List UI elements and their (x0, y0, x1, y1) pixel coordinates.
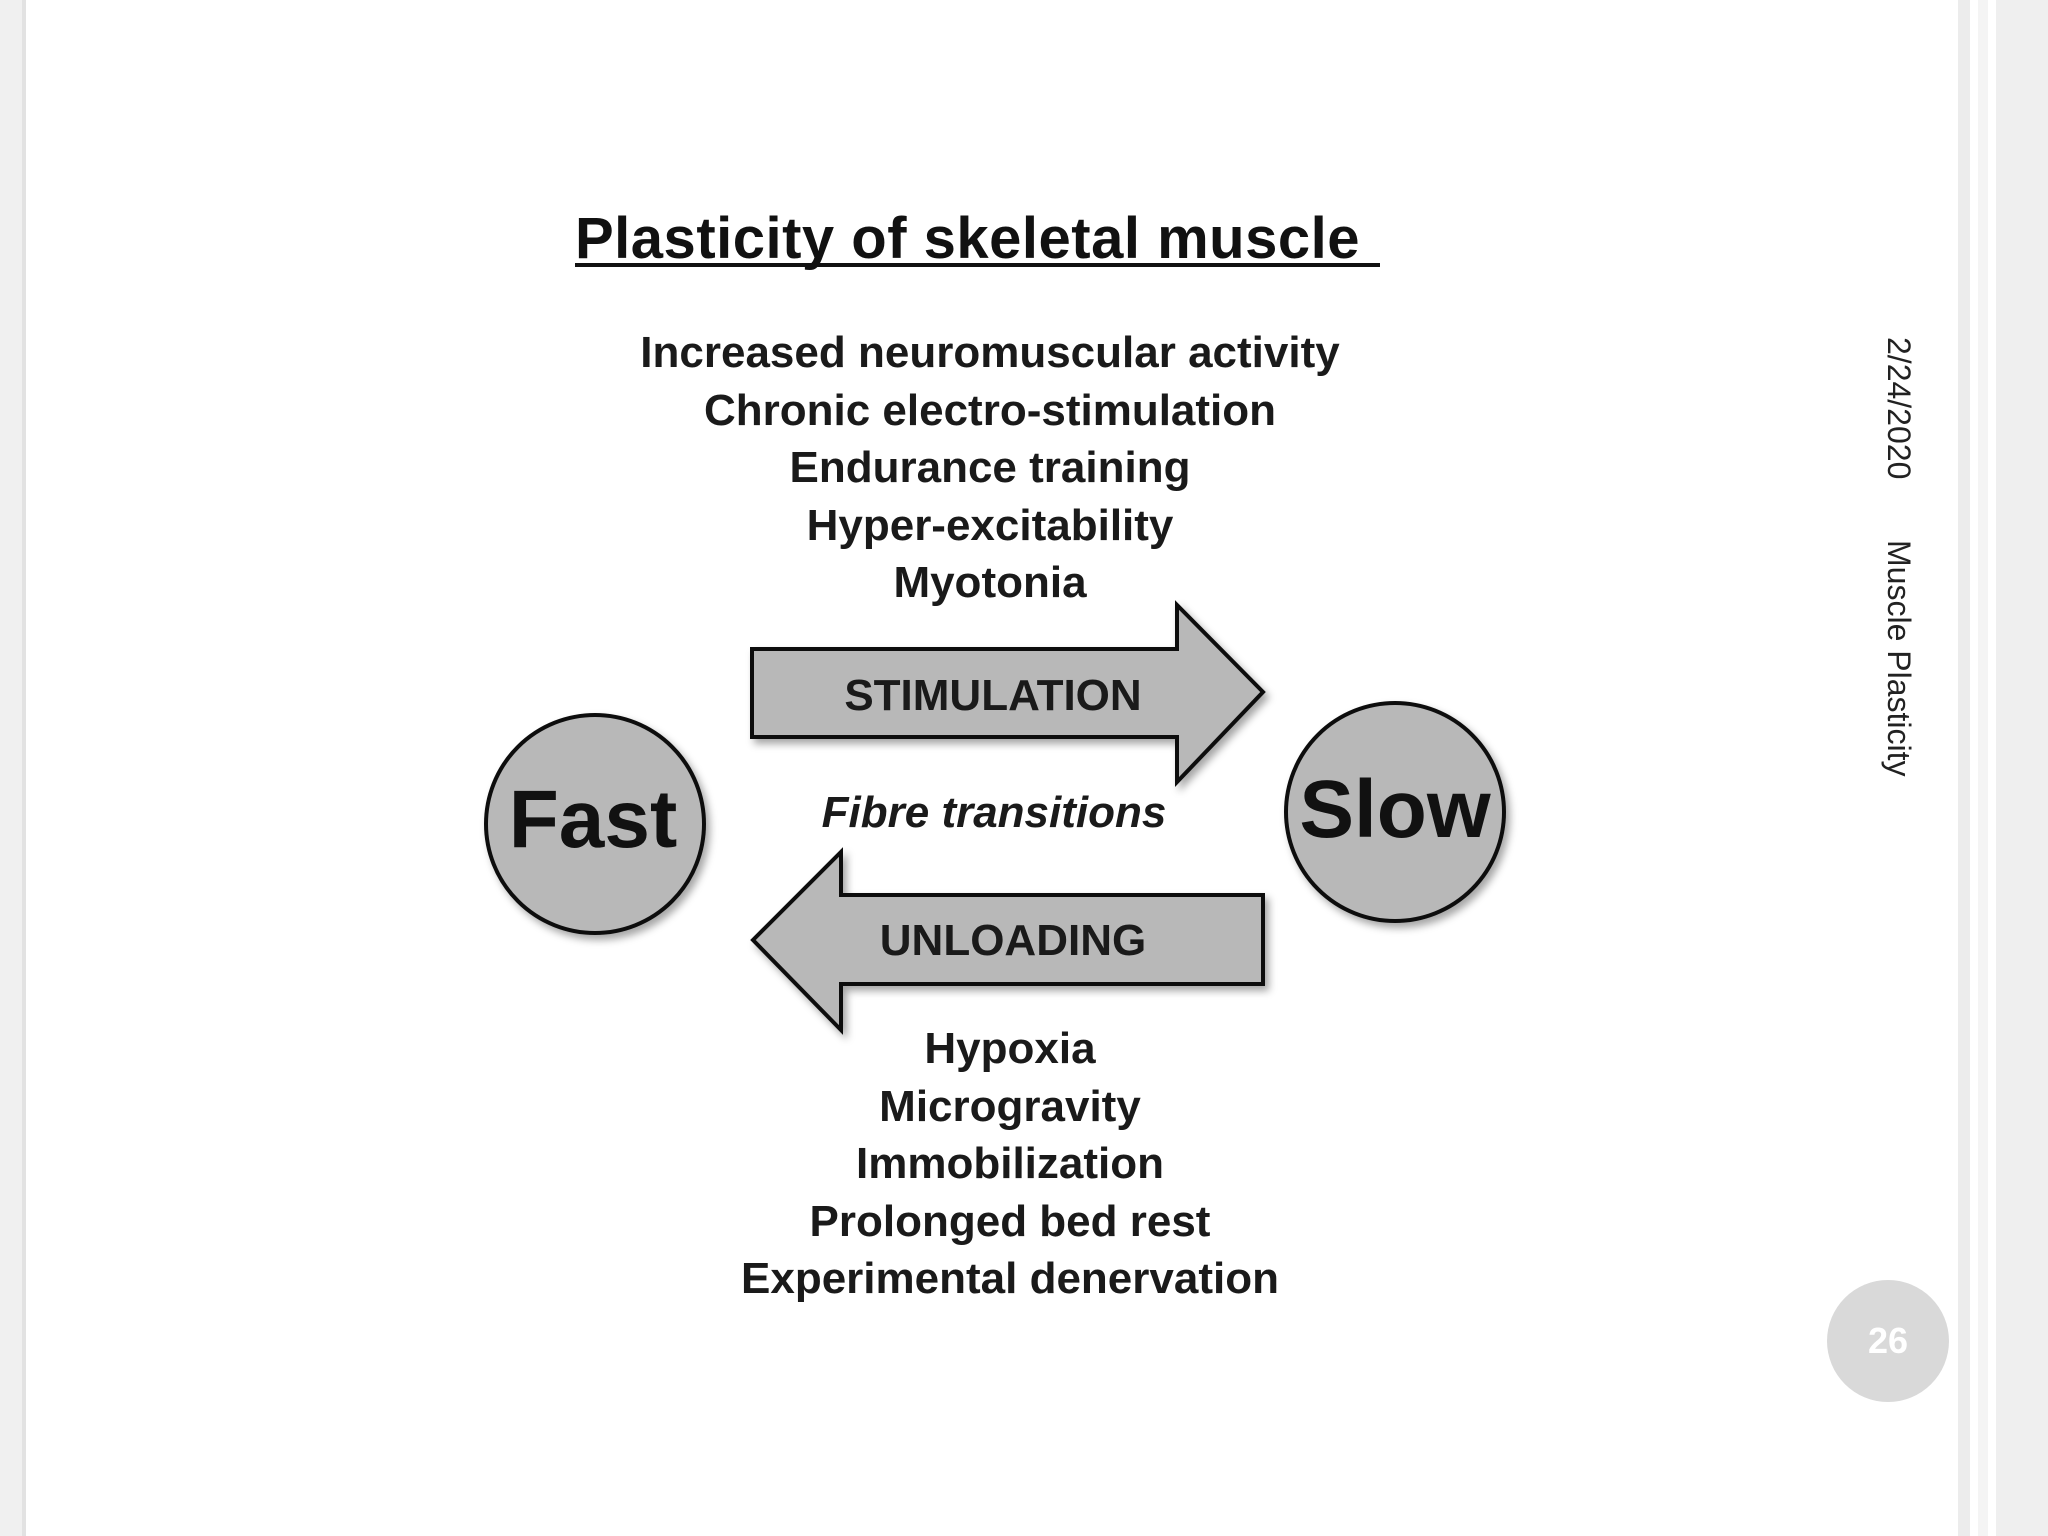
stimulation-cause-item: Endurance training (789, 443, 1191, 492)
stimulation-arrow-label: STIMULATION (844, 671, 1141, 720)
slide-title: Plasticity of skeletal muscle (575, 206, 1360, 271)
fast-node-circle (484, 713, 706, 935)
fast-node-label: Fast (509, 774, 678, 865)
slide-right-margin (1996, 0, 2048, 1536)
fibre-transitions-label: Fibre transitions (822, 788, 1167, 837)
stimulation-cause-item: Myotonia (893, 558, 1087, 607)
slide-right-edge-inner (1978, 0, 1988, 1536)
unloading-arrow-label: UNLOADING (880, 916, 1146, 965)
stimulation-cause-item: Chronic electro-stimulation (703, 385, 1277, 435)
slide-topic: Muscle Plasticity (1881, 540, 1917, 777)
slow-node-label: Slow (1299, 764, 1491, 855)
stimulation-cause-item: Increased neuromuscular activity (640, 328, 1340, 377)
unloading-cause-item: Immobilization (856, 1139, 1164, 1188)
slide-right-edge (1958, 0, 1970, 1536)
title-underline (575, 263, 1380, 267)
unloading-cause-item: Experimental denervation (741, 1254, 1279, 1303)
unloading-cause-item: Hypoxia (924, 1024, 1096, 1073)
stimulation-causes-list: Increased neuromuscular activity Chronic… (580, 324, 1400, 612)
stimulation-cause-item: Hyper-excitability (806, 500, 1174, 550)
stimulation-arrow (750, 600, 1266, 787)
unloading-arrow (750, 847, 1265, 1035)
unloading-cause-item: Prolonged bed rest (809, 1196, 1211, 1246)
unloading-causes-list: Hypoxia Microgravity Immobilization Prol… (600, 1020, 1420, 1308)
page-number-badge: 26 (1827, 1280, 1949, 1402)
slow-node-circle (1284, 701, 1506, 923)
slide-date: 2/24/2020 (1881, 337, 1917, 480)
slide-left-edge (0, 0, 26, 1536)
unloading-cause-item: Microgravity (879, 1081, 1141, 1131)
